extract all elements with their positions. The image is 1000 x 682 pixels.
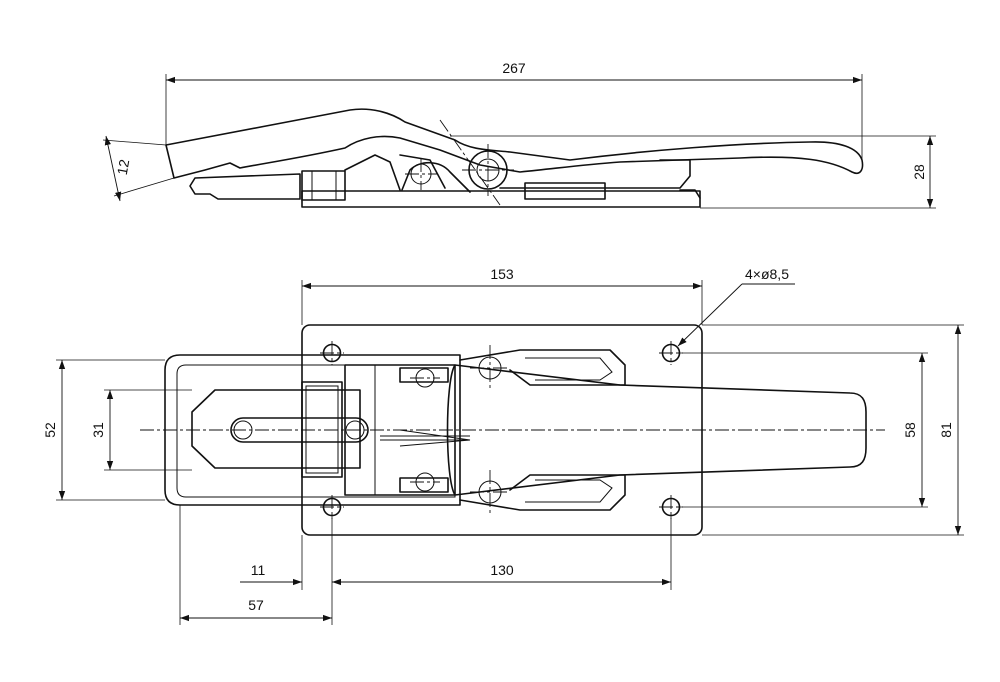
- side-hook-bar: [189, 173, 301, 200]
- side-view: 267 28 12: [102, 60, 936, 209]
- side-hook-block: [301, 170, 346, 201]
- dim-plate-edge-to-hole: 11: [251, 562, 266, 578]
- dim-hole-spacing-width: 58: [902, 422, 918, 438]
- dim-lever-thickness: 12: [114, 158, 132, 176]
- dim-base-plate-length: 153: [490, 266, 514, 282]
- dim-hook-inner-width: 31: [90, 422, 106, 438]
- hook-guide-block: [301, 381, 343, 478]
- top-view: 153 4×ø8,5 81 58 52 31 11 130: [42, 266, 964, 625]
- hook-slot: [230, 417, 369, 443]
- dim-height: 28: [911, 164, 927, 180]
- lever-handle: [446, 364, 867, 496]
- dim-mounting-holes: 4×ø8,5: [745, 266, 789, 282]
- dim-hook-width: 52: [42, 422, 58, 438]
- dim-hole-spacing-length: 130: [490, 562, 514, 578]
- dim-hook-to-hole: 57: [248, 597, 264, 613]
- hook-tongue: [191, 389, 361, 469]
- side-base-plate: [301, 190, 701, 208]
- dim-overall-length: 267: [502, 60, 526, 76]
- side-lever: [165, 108, 864, 179]
- dim-overall-width: 81: [938, 422, 954, 438]
